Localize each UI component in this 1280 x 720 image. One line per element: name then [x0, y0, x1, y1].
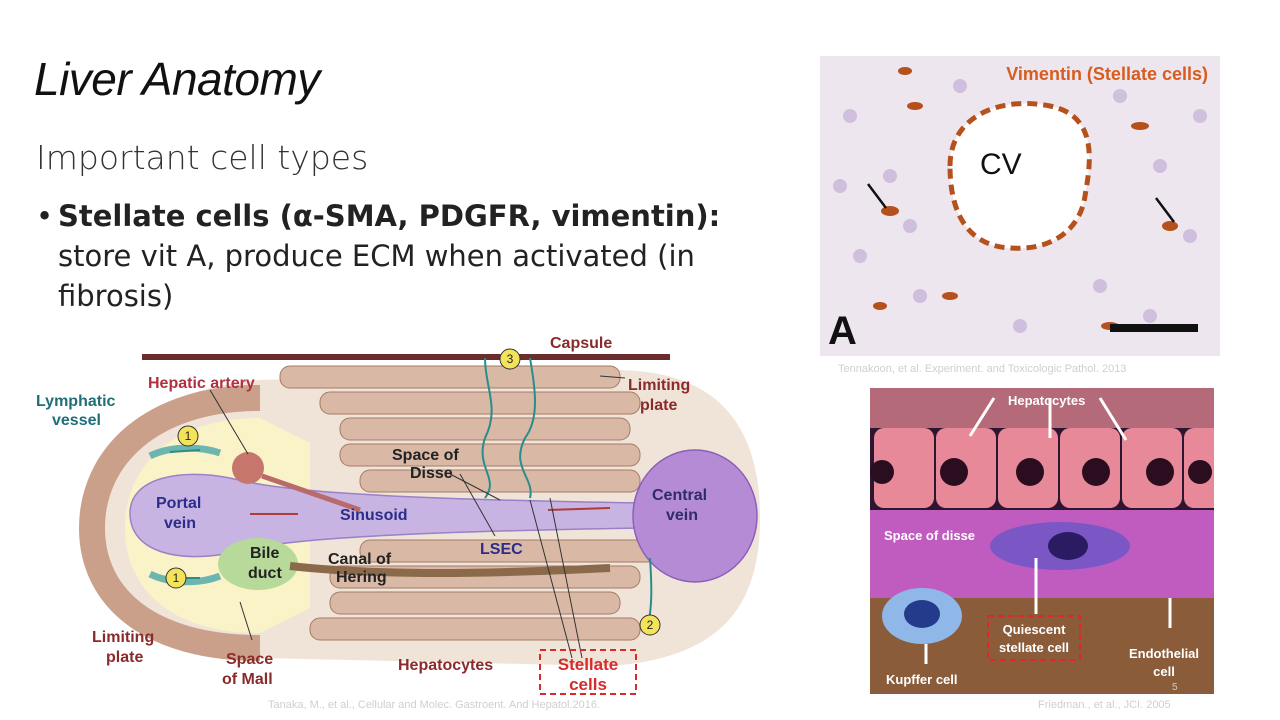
label-space-of-disse-1: Space of — [392, 447, 459, 464]
capsule-line — [142, 354, 670, 360]
ill-label-kupffer: Kupffer cell — [886, 672, 958, 687]
label-hepatic-artery: Hepatic artery — [148, 375, 255, 392]
label-space-of-disse-2: Disse — [410, 465, 453, 482]
sinusoid-vessel-path-right — [519, 357, 536, 499]
label-canal-of-hering-2: Hering — [336, 569, 387, 586]
label-hepatocytes: Hepatocytes — [398, 657, 493, 674]
bullet-heading: Stellate cells (α-SMA, PDGFR, vimentin): — [58, 199, 721, 233]
ill-label-endothelial-1: Endothelial — [1129, 646, 1199, 661]
marker-3: 3 — [499, 348, 521, 370]
bile-duct-shape — [218, 538, 298, 590]
pointer-lines — [209, 375, 626, 659]
marker-2: 2 — [639, 614, 661, 636]
panel-letter: A — [828, 309, 857, 353]
label-space-of-mall-2: of Mall — [222, 671, 273, 688]
label-central-vein-2: vein — [666, 507, 698, 524]
cv-label: CV — [980, 148, 1022, 181]
hepatocyte-cells — [870, 428, 1214, 508]
arrow-left — [867, 183, 887, 209]
kupffer-cell-nucleus — [904, 600, 940, 628]
label-stellate-cells-2: cells — [569, 675, 607, 694]
central-vein-lumen — [947, 101, 1092, 251]
canal-of-hering — [289, 562, 611, 577]
endothelial-layer — [870, 574, 1214, 598]
svg-text:1: 1 — [173, 571, 180, 585]
page-number: 5 — [1172, 682, 1178, 693]
label-canal-of-hering-1: Canal of — [328, 551, 392, 568]
bullet-stellate-cells: • Stellate cells (α-SMA, PDGFR, vimentin… — [36, 196, 756, 316]
quiescent-box — [987, 615, 1081, 661]
stellate-cell-nucleus — [1048, 532, 1088, 560]
label-portal-vein-2: vein — [164, 515, 196, 532]
lobule-diagram-svg: 1 1 2 3 Capsule Hepatic artery Lymphatic… — [36, 335, 760, 695]
bullet-description: store vit A, produce ECM when activated … — [58, 239, 695, 313]
lymphatic-vessel-top — [148, 444, 222, 460]
label-capsule: Capsule — [550, 335, 612, 352]
nuclei-dots — [833, 79, 1207, 333]
vimentin-micrograph: CV A Vimentin (Stellate cells) — [820, 56, 1220, 356]
ill-label-hepatocytes: Hepatocytes — [1008, 393, 1085, 408]
slide-subtitle: Important cell types — [36, 138, 369, 177]
label-portal-vein-1: Portal — [156, 495, 201, 512]
sinusoid-flow-arrow — [547, 507, 611, 511]
hepatocyte-plates — [279, 365, 661, 641]
illustration-arrows — [924, 397, 1172, 664]
label-bile-duct-1: Bile — [250, 545, 279, 562]
marker-1-top: 1 — [177, 425, 199, 447]
illustration-svg: Hepatocytes Space of disse Quiescent ste… — [870, 388, 1214, 694]
bullet-marker: • — [36, 199, 54, 233]
marker-1-bottom: 1 — [165, 567, 187, 589]
label-lsec: LSEC — [480, 541, 523, 558]
illustration-citation: Friedman., et al., JCI. 2005 — [1038, 699, 1171, 711]
label-bile-duct-2: duct — [248, 565, 282, 582]
svg-text:3: 3 — [507, 352, 514, 366]
label-limiting-plate-bottom-2: plate — [106, 649, 143, 666]
ill-label-space-of-disse: Space of disse — [884, 528, 975, 543]
label-stellate-cells-1: Stellate — [558, 655, 618, 674]
label-space-of-mall-1: Space — [226, 651, 273, 668]
label-limiting-plate-bottom-1: Limiting — [92, 629, 154, 646]
ill-label-quiescent-2: stellate cell — [999, 640, 1069, 655]
hepatic-artery-branch — [261, 473, 361, 513]
limiting-plate-ring — [78, 385, 261, 661]
arrow-right — [1155, 197, 1175, 223]
micrograph-svg: CV A Vimentin (Stellate cells) — [820, 56, 1220, 356]
label-limiting-plate-top-2: plate — [640, 397, 677, 414]
ill-label-quiescent-1: Quiescent — [1003, 622, 1067, 637]
hepatic-artery-shape — [232, 452, 264, 484]
sinusoid-illustration: Hepatocytes Space of disse Quiescent ste… — [870, 388, 1214, 694]
label-limiting-plate-top-1: Limiting — [628, 377, 690, 394]
ill-label-endothelial-2: cell — [1153, 664, 1175, 679]
label-sinusoid: Sinusoid — [340, 507, 408, 524]
svg-text:1: 1 — [185, 429, 192, 443]
bile-canaliculi-fringe — [870, 388, 1214, 428]
central-vein-shape — [632, 449, 758, 583]
micrograph-title: Vimentin (Stellate cells) — [1006, 64, 1208, 84]
diagram-citation: Tanaka, M., et al., Cellular and Molec. … — [268, 699, 601, 711]
label-lymphatic-2: vessel — [52, 412, 101, 429]
scale-bar — [1110, 324, 1198, 332]
sinusoid-vessel-path-left — [481, 357, 493, 499]
label-central-vein-1: Central — [652, 487, 707, 504]
slide-title: Liver Anatomy — [34, 53, 320, 105]
svg-text:2: 2 — [647, 618, 654, 632]
micrograph-citation: Tennakoon, et al. Experiment. and Toxico… — [838, 363, 1127, 375]
label-lymphatic-1: Lymphatic — [36, 393, 116, 410]
liver-lobule-diagram: 1 1 2 3 Capsule Hepatic artery Lymphatic… — [30, 328, 770, 700]
